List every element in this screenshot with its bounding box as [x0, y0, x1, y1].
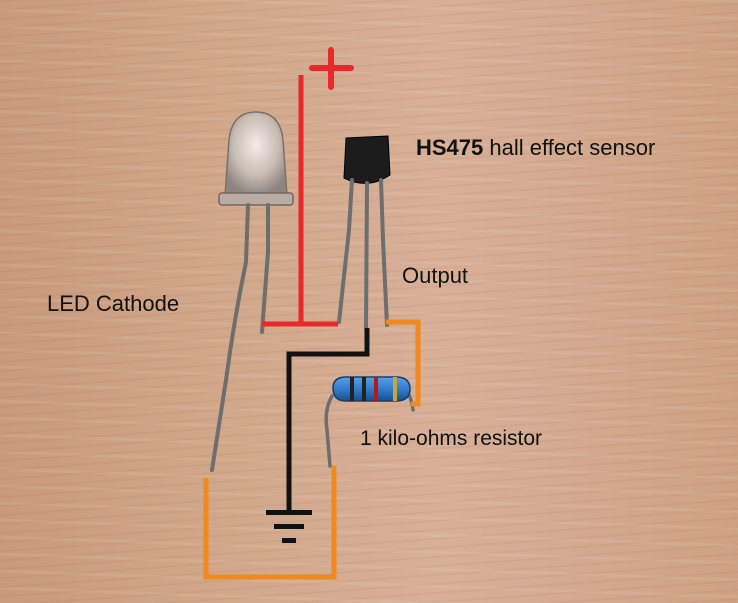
output-wire	[386, 319, 421, 407]
led-long-leg	[210, 203, 250, 472]
ground-wire	[286, 328, 370, 510]
led-component	[210, 111, 294, 472]
sensor-label: HS475 hall effect sensor	[416, 135, 655, 161]
resistor-component	[324, 376, 415, 468]
resistor-label: 1 kilo-ohms resistor	[360, 427, 543, 450]
cathode-to-resistor-wire	[203, 466, 337, 580]
ground-symbol-icon	[266, 510, 312, 543]
led-cathode-label: LED Cathode	[47, 291, 180, 316]
sensor-description: hall effect sensor	[483, 135, 656, 160]
sensor-model: HS475	[416, 135, 484, 160]
led-short-leg	[260, 203, 270, 334]
hall-sensor-component	[337, 135, 391, 330]
output-label: Output	[402, 263, 469, 288]
plus-sign-icon	[309, 47, 354, 90]
